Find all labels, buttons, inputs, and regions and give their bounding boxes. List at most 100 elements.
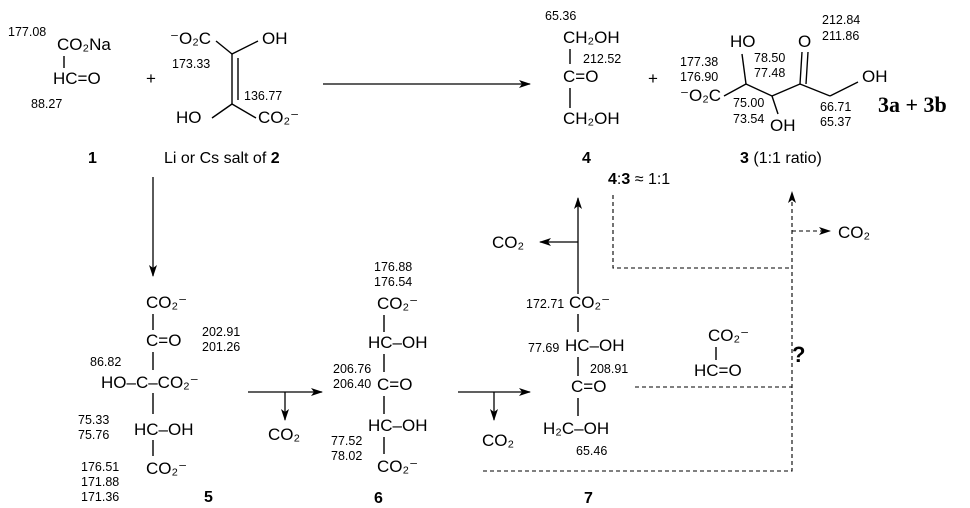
shift-4-co: 212.52 — [583, 52, 621, 66]
co2-released-6-7: CO₂ — [482, 431, 514, 450]
plus-sign: + — [146, 69, 156, 88]
bond — [741, 53, 747, 85]
ratio-4-to-3: 4:3 ≈ 1:1 — [608, 171, 670, 188]
bond — [799, 51, 803, 85]
shift-7-co2: 172.71 — [526, 297, 564, 311]
bond — [771, 95, 779, 115]
shift-3-b2: 77.48 — [754, 66, 785, 80]
compound-7-hydroxymethylene: H₂C–OH — [543, 419, 609, 438]
shift-3-a2: 176.90 — [680, 70, 718, 84]
shift-1-co2na: 177.08 — [8, 25, 46, 39]
shift-6-top1: 176.88 — [374, 260, 412, 274]
shift-5-co2c: 171.36 — [81, 490, 119, 504]
compound-6-hydroxymethine-top: HC–OH — [368, 333, 428, 352]
compound-7-hydroxymethine: HC–OH — [565, 336, 625, 355]
shift-3-e2: 65.37 — [820, 115, 851, 129]
compound-5-quaternary: HO–C–CO₂⁻ — [101, 373, 199, 392]
shift-3-d2: 73.54 — [733, 112, 764, 126]
compound-1: 177.08 CO₂Na HC=O 88.27 1 — [8, 25, 111, 167]
compound-4-ch2oh-top: CH₂OH — [563, 28, 620, 47]
compound-7: 172.71 CO₂⁻ 77.69 HC–OH 208.91 C=O H₂C–O… — [526, 293, 628, 507]
shift-6-hc2: 78.02 — [331, 449, 362, 463]
shift-3-e1: 66.71 — [820, 100, 851, 114]
dashed-pathway-arrow — [483, 191, 796, 472]
shift-5-co1: 202.91 — [202, 325, 240, 339]
bond — [211, 103, 233, 119]
bond — [799, 83, 831, 97]
bond — [215, 40, 233, 55]
dashed-pathway-line — [612, 195, 792, 269]
glyoxylate-aldehyde: HC=O — [694, 361, 742, 380]
compound-6: 176.88 176.54 CO₂⁻ HC–OH 206.76 206.40 C… — [331, 260, 428, 507]
shift-3-d1: 75.00 — [733, 96, 764, 110]
shift-4-ch2: 65.36 — [545, 9, 576, 23]
compound-2-carboxylate-top: ⁻O₂C — [170, 29, 211, 48]
bond — [829, 81, 859, 97]
compound-5-carbonyl: C=O — [146, 331, 181, 350]
shift-3-a1: 177.38 — [680, 55, 718, 69]
compound-6-carbonyl: C=O — [377, 375, 412, 394]
shift-5-hc1: 75.33 — [78, 413, 109, 427]
plus-sign: + — [648, 69, 658, 88]
label-compound-3: 3 (1:1 ratio) — [740, 150, 822, 167]
shift-7-co: 208.91 — [590, 362, 628, 376]
bond — [745, 83, 773, 97]
label-compound-4: 4 — [582, 150, 591, 167]
glyoxylate-carboxylate: CO₂⁻ — [708, 326, 749, 345]
shift-6-co1: 206.76 — [333, 362, 371, 376]
bond — [231, 40, 259, 55]
compound-3: HO 78.50 77.48 O 212.84 211.86 177.38 17… — [680, 13, 947, 167]
compound-3-carboxylate: ⁻O₂C — [680, 86, 721, 105]
bond — [805, 51, 809, 85]
shift-7-hc: 77.69 — [528, 341, 559, 355]
shift-6-co2: 206.40 — [333, 377, 371, 391]
compound-4-ch2oh-bottom: CH₂OH — [563, 109, 620, 128]
compound-3-ho-top: HO — [730, 32, 756, 51]
compound-7-carbonyl: C=O — [571, 377, 606, 396]
unknown-pathway-question-mark: ? — [792, 342, 805, 367]
compound-2-ho-bottom: HO — [176, 108, 202, 127]
compound-7-carboxylate: CO₂⁻ — [569, 293, 610, 312]
compound-5: CO₂⁻ 202.91 201.26 C=O 86.82 HO–C–CO₂⁻ 7… — [78, 293, 240, 506]
compound-6-hydroxymethine-bottom: HC–OH — [368, 416, 428, 435]
shift-5-hc2: 75.76 — [78, 428, 109, 442]
compound-2-carboxylate-bottom: CO₂⁻ — [258, 108, 299, 127]
bond — [231, 103, 257, 119]
compound-6-carboxylate-top: CO₂⁻ — [377, 294, 418, 313]
label-compound-3a-3b: 3a + 3b — [878, 92, 947, 117]
shift-3-b1: 78.50 — [754, 51, 785, 65]
compound-1-co2na: CO₂Na — [57, 35, 111, 54]
co2-released-7-4: CO₂ — [492, 233, 524, 252]
shift-6-top2: 176.54 — [374, 275, 412, 289]
shift-5-c: 86.82 — [90, 355, 121, 369]
compound-5-carboxylate-bottom: CO₂⁻ — [146, 459, 187, 478]
bond — [771, 83, 801, 97]
compound-4-carbonyl: C=O — [563, 67, 598, 86]
label-compound-6: 6 — [374, 490, 383, 507]
shift-2-alkene: 136.77 — [244, 89, 282, 103]
co2-released-dashed: CO₂ — [838, 223, 870, 242]
shift-3-c1: 212.84 — [822, 13, 860, 27]
label-compound-2: Li or Cs salt of 2 — [164, 150, 280, 167]
compound-4: 65.36 CH₂OH 212.52 C=O CH₂OH 4 — [545, 9, 621, 167]
label-compound-5: 5 — [204, 489, 213, 506]
shift-5-co2b: 171.88 — [81, 475, 119, 489]
compound-3-ketone-o: O — [798, 32, 811, 51]
shift-5-co2: 201.26 — [202, 340, 240, 354]
compound-6-carboxylate-bottom: CO₂⁻ — [377, 457, 418, 476]
shift-7-ch2: 65.46 — [576, 444, 607, 458]
compound-3-oh-bottom: OH — [770, 116, 796, 135]
label-compound-1: 1 — [88, 150, 97, 167]
shift-6-hc1: 77.52 — [331, 434, 362, 448]
shift-2-carboxylate: 173.33 — [172, 57, 210, 71]
label-compound-7: 7 — [584, 490, 593, 507]
shift-5-co2a: 176.51 — [81, 460, 119, 474]
shift-3-c2: 211.86 — [822, 29, 859, 43]
co2-released-5-6: CO₂ — [268, 425, 300, 444]
bond — [723, 83, 747, 97]
glyoxylate-fragment: CO₂⁻ HC=O — [694, 326, 749, 380]
compound-5-hydroxymethine: HC–OH — [134, 420, 194, 439]
compound-5-carboxylate-top: CO₂⁻ — [146, 293, 187, 312]
